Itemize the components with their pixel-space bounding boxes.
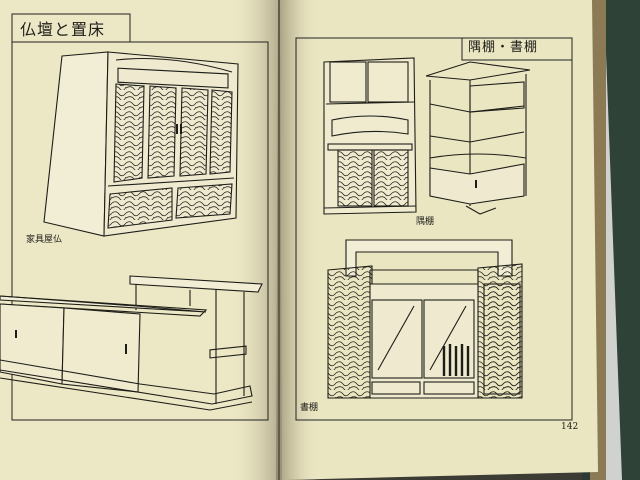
bookcase-caption: 書棚 [300, 403, 319, 413]
left-page-title: 仏壇と置床 [20, 20, 106, 39]
corner-shelf-2-drawing [425, 61, 531, 215]
bookcase-drawing [327, 239, 523, 399]
right-page-title: 隅棚・書棚 [468, 40, 539, 55]
butsudan-drawing [43, 51, 239, 237]
corner-shelf-drawing [323, 57, 417, 215]
okidoko-drawing [0, 275, 263, 411]
page-number: 142 [561, 422, 579, 432]
corner-shelf-caption: 隅棚 [416, 217, 435, 227]
butsudan-caption: 家具屋仏 [26, 235, 63, 245]
